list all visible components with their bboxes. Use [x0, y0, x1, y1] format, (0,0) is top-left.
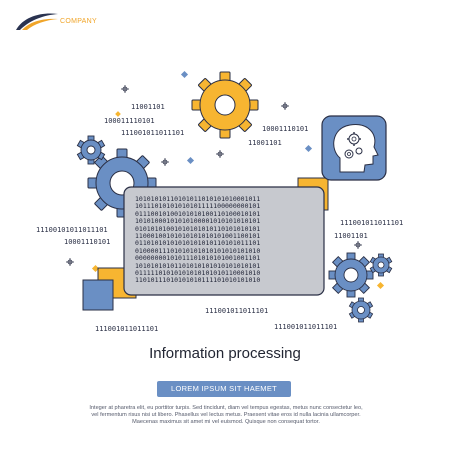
page-title: Information processing	[149, 345, 301, 362]
company-name: COMPANY	[60, 18, 97, 25]
screen-binary-line: 11010111010101010111101010101010	[135, 276, 261, 284]
screen-binary-line: 01000011101010101010101010101010	[135, 246, 261, 255]
small-blue-gear-icon	[76, 135, 106, 165]
information-processing-illustration	[65, 70, 393, 323]
binary-label: 111001011011101	[121, 129, 185, 137]
lorem-ipsum-button[interactable]: LOREM IPSUM SIT HAEMET	[157, 381, 291, 397]
diamond-icon	[376, 281, 385, 290]
crosshair-icon	[160, 157, 170, 167]
small-gear-right-icon	[369, 253, 393, 277]
binary-label: 100011110101	[104, 117, 155, 125]
body-line: vel fermentum risus nisi ut libero. Phas…	[91, 412, 361, 419]
diamond-icon	[304, 144, 313, 153]
screen-binary-line: 10101010101101010101010101010101	[135, 261, 261, 270]
screen-binary-line: 10101010110101011010101010001011	[135, 196, 261, 203]
screen-binary-line: 01101010101010101010110101011101	[135, 239, 261, 248]
blue-square-icon	[82, 279, 114, 311]
binary-label: 111001011011101	[95, 325, 159, 333]
company-logo-icon	[16, 13, 58, 30]
screen-binary-line: 11000100101010101010101001100101	[135, 232, 261, 241]
crosshair-icon	[280, 101, 290, 111]
screen-binary-line: 01110010100101010100110100010101	[135, 209, 261, 218]
binary-screen-panel	[123, 186, 325, 296]
binary-label: 111001011011101	[274, 323, 338, 331]
binary-label: 11100101011011101	[36, 226, 108, 234]
binary-label: 11001101	[131, 103, 165, 111]
screen-binary-line: 01111101010101010101010110001010	[135, 269, 261, 278]
binary-label: 10001110101	[262, 125, 309, 133]
orange-gear-icon	[191, 71, 259, 139]
binary-label: 111001011011101	[205, 307, 269, 315]
body-line: Integer at pharetra elit, eu porttitor t…	[89, 405, 363, 411]
screen-binary-line: 00000000101011101010101001001101	[135, 254, 261, 263]
crosshair-icon	[215, 149, 225, 159]
binary-label: 11001101	[334, 232, 368, 240]
crosshair-icon	[65, 257, 75, 267]
diamond-icon	[115, 111, 121, 117]
blue-gear-right-icon	[328, 252, 374, 298]
body-line: Maecenas maximus sit amet mi vel euismod…	[132, 419, 320, 426]
diamond-icon	[180, 70, 189, 79]
screen-binary-line: 01010101001010101010110101010101	[135, 224, 261, 233]
head-gears-icon	[321, 115, 387, 181]
binary-label: 10001110101	[64, 238, 111, 246]
crosshair-icon	[353, 240, 363, 250]
binary-label: 111001011011101	[340, 219, 404, 227]
screen-binary-line: 10111010101010101111100000000101	[135, 202, 261, 211]
diamond-icon	[186, 156, 195, 165]
screen-binary-line: 10101000101010100001010101010101	[135, 217, 261, 226]
binary-label: 11001101	[248, 139, 282, 147]
crosshair-icon	[120, 84, 130, 94]
small-gear-bottom-icon	[348, 297, 374, 323]
diamond-icon	[91, 264, 100, 273]
body-paragraph: Integer at pharetra elit, eu porttitor t…	[70, 405, 382, 427]
